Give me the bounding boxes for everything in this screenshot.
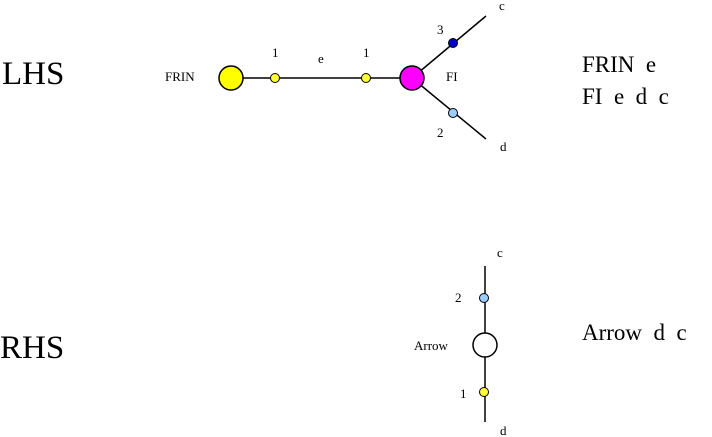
- lhs-port-fi-d-label: 2: [437, 125, 444, 140]
- lhs-node-fi-label: FI: [446, 69, 458, 84]
- lhs-port-fi-d: [448, 108, 458, 118]
- lhs-title: LHS: [2, 56, 65, 92]
- rhs-port-arrow-d-label: 1: [460, 386, 467, 401]
- lhs-port-frin-e-label: 1: [272, 45, 279, 60]
- lhs-edge-e-label: e: [318, 51, 324, 66]
- lhs-port-fi-c: [448, 38, 458, 48]
- lhs-graph: FRIN FI 1 1 3 2 e c d: [165, 0, 507, 154]
- rhs-edge-c-label: c: [497, 245, 503, 260]
- lhs-edge-d-label: d: [500, 139, 507, 154]
- lhs-node-fi: [399, 65, 425, 91]
- rhs-formula-line-1: Arrow d c: [582, 320, 687, 345]
- lhs-port-fi-c-label: 3: [437, 22, 444, 37]
- rhs-node-arrow: [472, 332, 498, 358]
- rhs-port-arrow-d: [479, 387, 489, 397]
- lhs-formula-line-2: FI e d c: [582, 84, 669, 109]
- lhs-node-frin-label: FRIN: [165, 69, 195, 84]
- rhs-title: RHS: [0, 330, 65, 366]
- rhs-node-arrow-label: Arrow: [414, 338, 449, 353]
- lhs-edge-c-label: c: [499, 0, 505, 13]
- lhs-edge-c-line: [411, 15, 487, 79]
- rhs-port-arrow-c-label: 2: [455, 290, 462, 305]
- lhs-port-fi-e-label: 1: [363, 45, 370, 60]
- lhs-port-frin-e: [270, 73, 280, 83]
- rhs-port-arrow-c: [479, 293, 489, 303]
- lhs-formula-line-1: FRIN e: [582, 52, 657, 77]
- lhs-node-frin: [218, 65, 244, 91]
- lhs-port-fi-e: [361, 73, 371, 83]
- rhs-edge-d-label: d: [500, 423, 507, 437]
- rhs-graph: Arrow 2 1 c d: [414, 245, 507, 437]
- lhs-edge-d-line: [411, 77, 487, 140]
